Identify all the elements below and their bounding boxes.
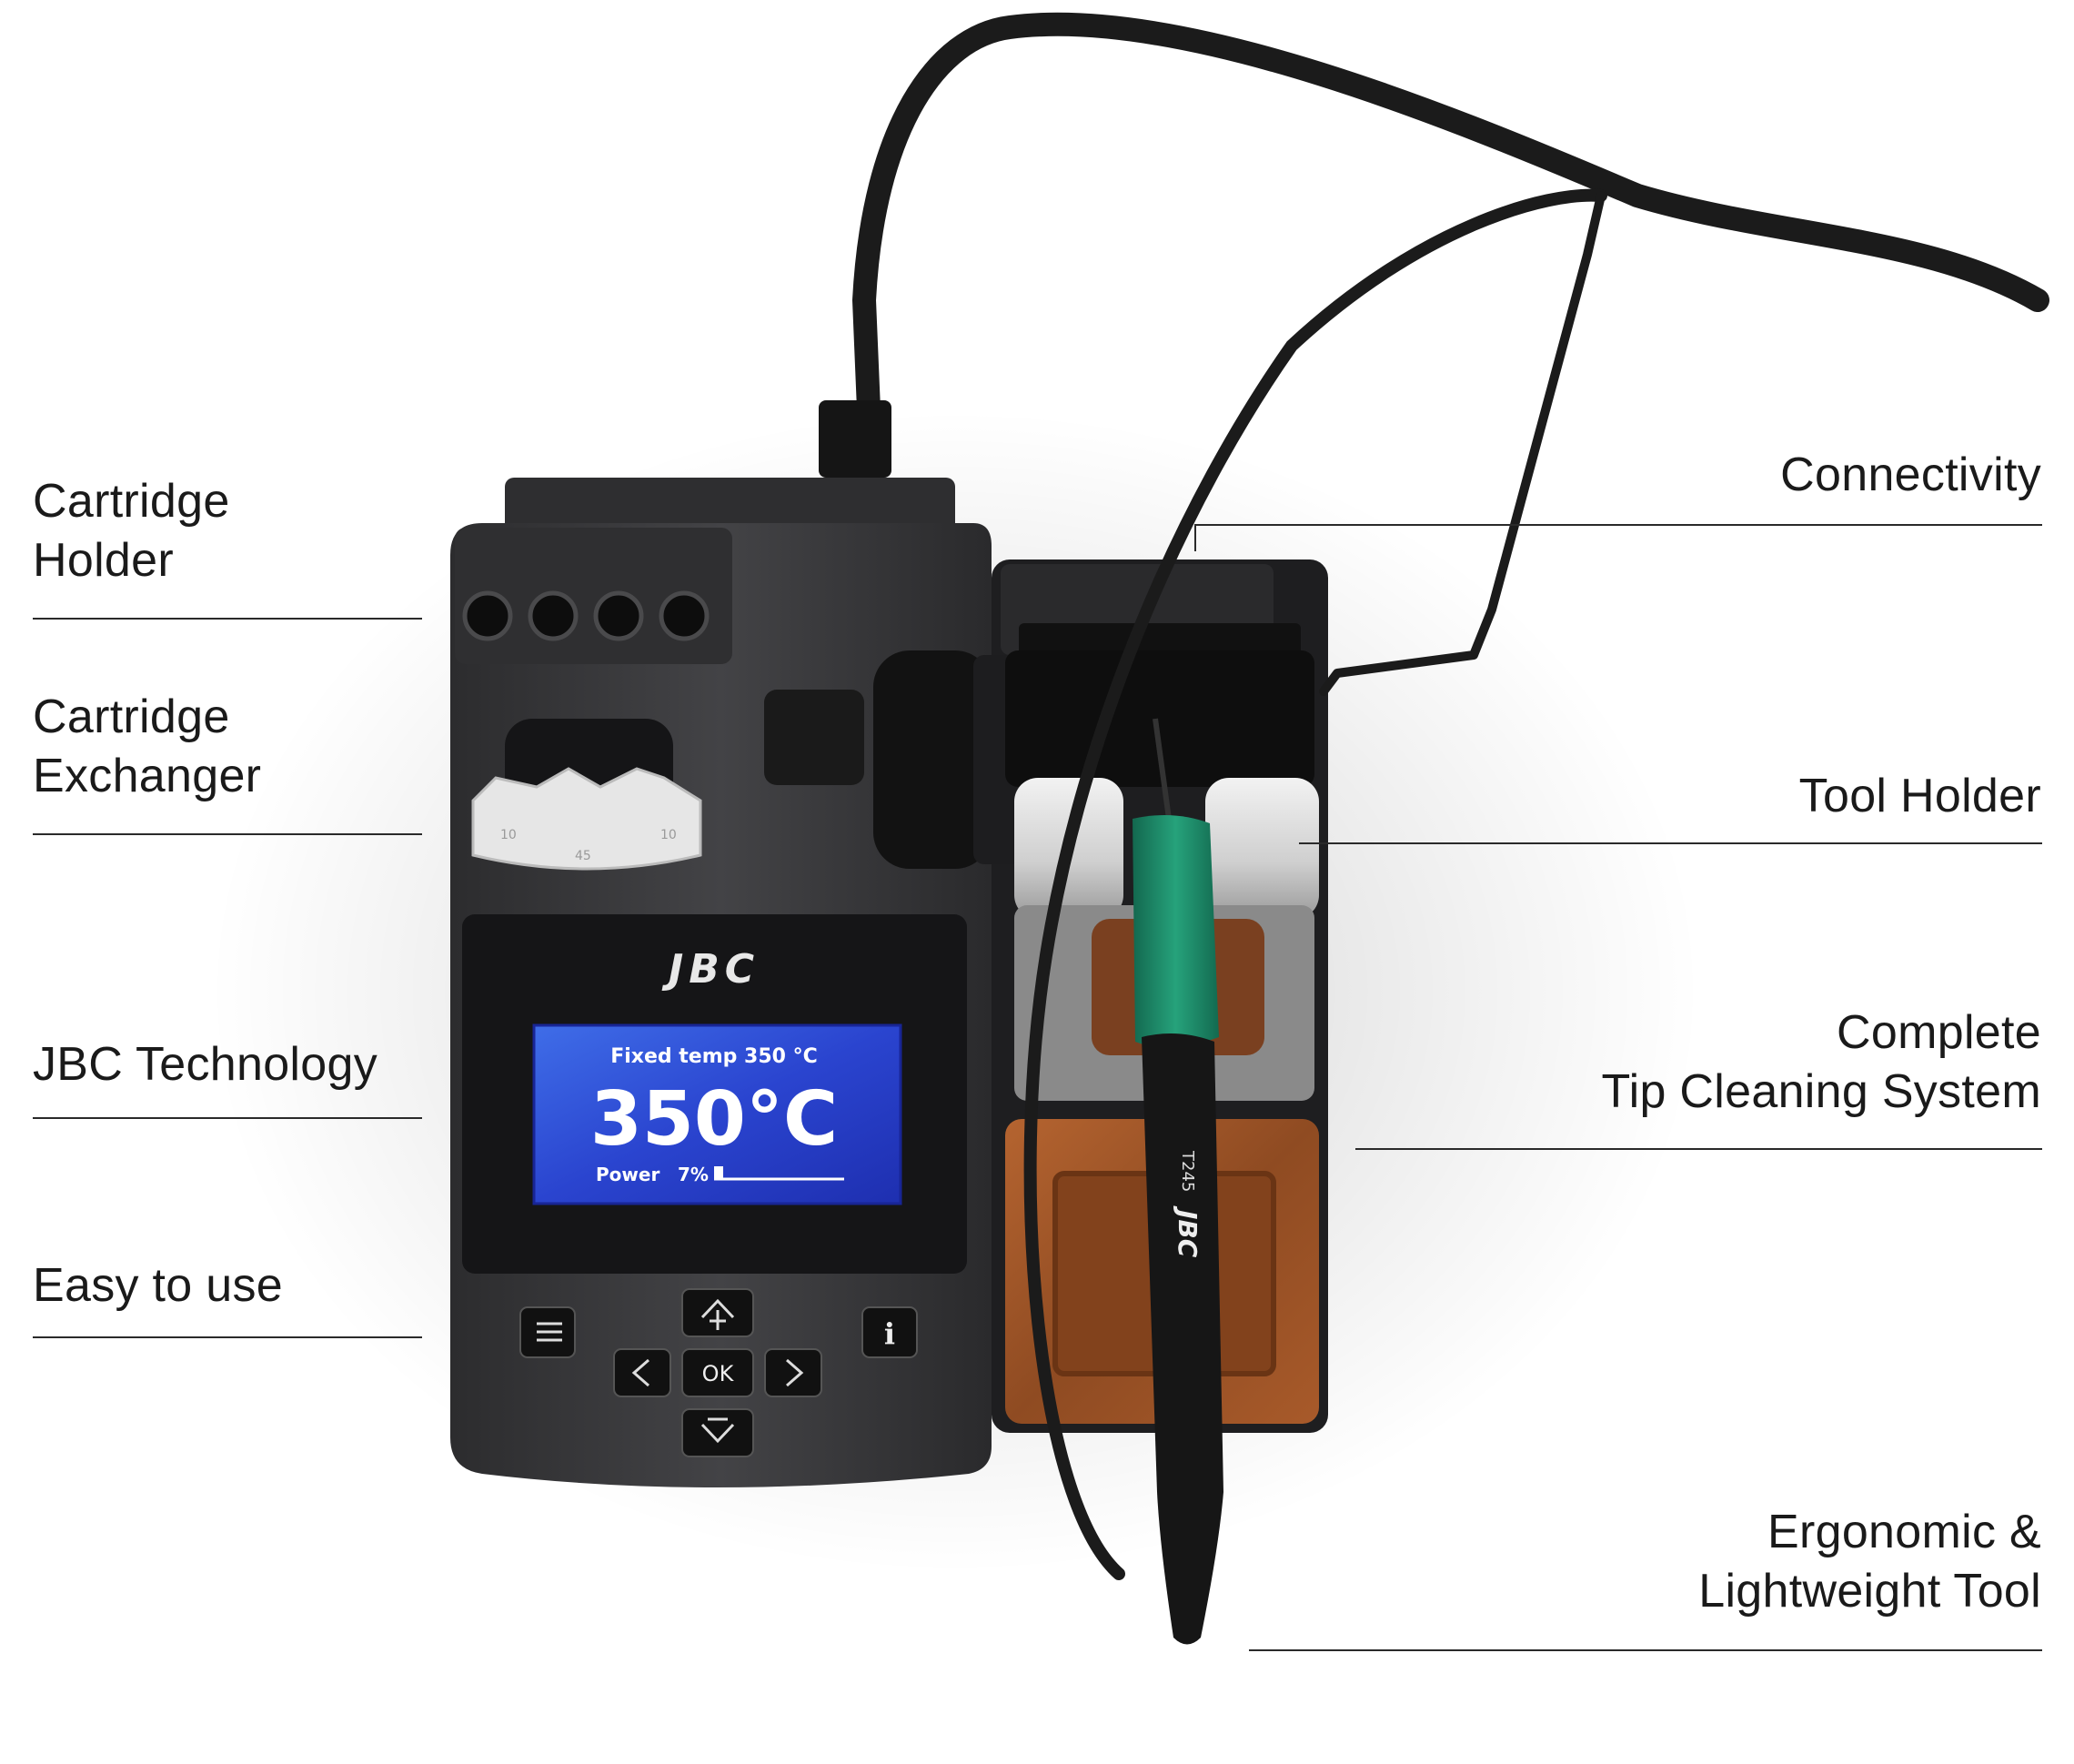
rule-jbc-technology (33, 1117, 422, 1119)
exchanger-mark-right: 10 (660, 828, 677, 842)
brand-logo: JBC (661, 946, 760, 993)
label-tip-cleaning: Complete Tip Cleaning System (1601, 1003, 2041, 1122)
knob-body (764, 690, 864, 785)
rule-tip-cleaning (1355, 1148, 2042, 1150)
exchanger-plate (471, 767, 702, 871)
iron-grip (1133, 815, 1219, 1048)
tool-holder-right-clip (1205, 778, 1319, 919)
label-line: Lightweight Tool (1698, 1565, 2041, 1618)
label-line: JBC Technology (33, 1038, 378, 1091)
rule-cartridge-exchanger (33, 833, 422, 835)
power-cable (851, 12, 2049, 421)
cartridge-holes (462, 590, 710, 641)
info-icon: i (884, 1316, 895, 1351)
control-knob[interactable] (873, 650, 992, 869)
info-button[interactable]: i (861, 1306, 918, 1358)
rule-tool-holder (1299, 842, 2042, 844)
label-jbc-technology: JBC Technology (33, 1035, 378, 1094)
right-button[interactable] (764, 1348, 822, 1397)
label-line: Cartridge (33, 475, 230, 528)
label-line: Exchanger (33, 750, 262, 802)
rule-ergonomic-tool (1249, 1649, 2042, 1651)
lcd-header: Fixed temp 350 °C (610, 1045, 818, 1068)
tool-holder-frame (1005, 650, 1314, 787)
label-cartridge-holder: Cartridge Holder (33, 472, 230, 590)
rule-connectivity (1196, 524, 2042, 526)
label-line: Tip Cleaning System (1601, 1065, 2041, 1118)
label-line: Connectivity (1780, 449, 2041, 501)
label-connectivity: Connectivity (1780, 446, 2041, 505)
label-tool-holder: Tool Holder (1799, 767, 2041, 826)
label-line: Ergonomic & (1767, 1506, 2041, 1558)
lcd-power-label: Power (596, 1164, 659, 1185)
cable-hanger (1319, 191, 1606, 696)
label-line: Complete (1837, 1006, 2041, 1059)
chevron-right-icon (786, 1358, 804, 1387)
minus-down-button[interactable] (681, 1408, 754, 1457)
chevron-down-minus-icon (700, 1417, 735, 1444)
lcd-temperature: 350°C (590, 1076, 838, 1163)
rule-connectivity-tick (1194, 524, 1196, 551)
label-easy-to-use: Easy to use (33, 1256, 283, 1315)
chevron-left-icon (631, 1358, 649, 1387)
left-button[interactable] (613, 1348, 671, 1397)
label-cartridge-exchanger: Cartridge Exchanger (33, 688, 261, 806)
power-connector (819, 400, 891, 478)
rule-cartridge-holder (33, 618, 422, 620)
rule-easy-to-use (33, 1336, 422, 1338)
iron-handle (1142, 1033, 1223, 1645)
exchanger-mark-left: 10 (500, 828, 517, 842)
label-line: Tool Holder (1798, 770, 2041, 822)
menu-button[interactable] (519, 1306, 576, 1358)
label-line: Easy to use (33, 1259, 284, 1312)
cartridge-holder-panel (455, 528, 732, 664)
label-line: Holder (33, 534, 174, 587)
tool-cable (1023, 188, 1607, 1580)
ok-label: OK (702, 1361, 735, 1386)
label-ergonomic-tool: Ergonomic & Lightweight Tool (1698, 1503, 2041, 1621)
power-bar-fill (714, 1166, 724, 1179)
label-line: Cartridge (33, 690, 230, 743)
iron-brand: JBC (1173, 1205, 1203, 1258)
ok-button[interactable]: OK (681, 1348, 754, 1397)
chevron-up-plus-icon (700, 1298, 735, 1330)
soldering-iron[interactable]: T245 JBC (1133, 718, 1223, 1645)
plus-up-button[interactable] (681, 1288, 754, 1337)
lcd-power-value: 7% (678, 1164, 709, 1185)
iron-tip (1153, 718, 1172, 820)
iron-model: T245 (1178, 1150, 1197, 1192)
exchanger-mark-center: 45 (575, 849, 591, 863)
menu-icon (537, 1322, 562, 1342)
